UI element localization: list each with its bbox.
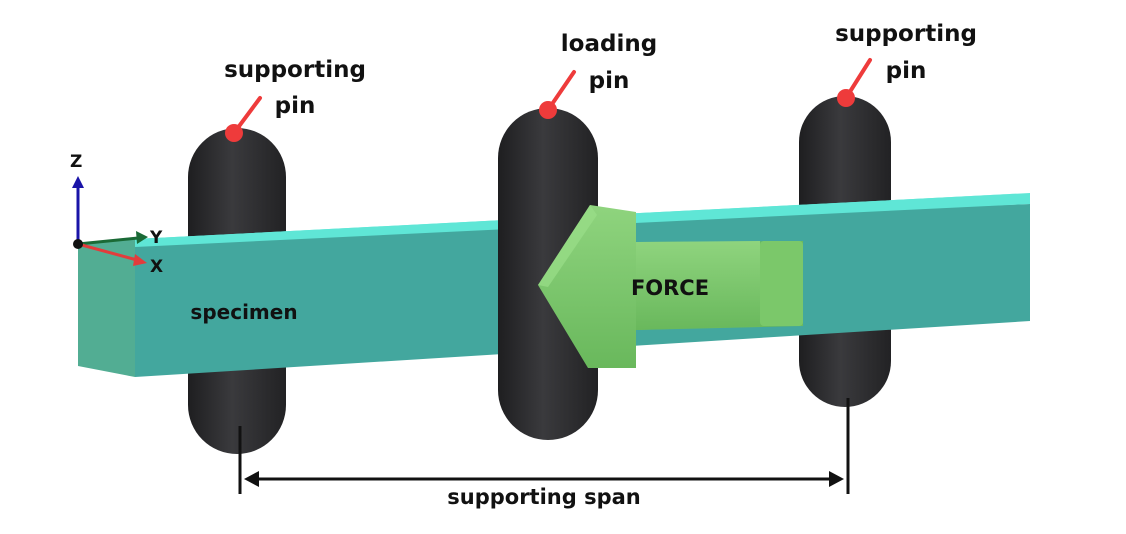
- center-pin-label-line2: pin: [589, 68, 630, 94]
- z-axis-label: Z: [70, 152, 82, 172]
- left-pin-contact-dot: [225, 124, 243, 142]
- force-arrow: [538, 205, 803, 368]
- y-axis-label: Y: [149, 228, 163, 248]
- left-pin-marker: [225, 96, 262, 142]
- axes-origin: [73, 239, 83, 249]
- force-label: FORCE: [631, 276, 709, 300]
- x-axis: [77, 242, 138, 262]
- left-pin-label-line2: pin: [275, 93, 316, 119]
- specimen-label: specimen: [190, 300, 297, 324]
- right-pin-contact-dot: [837, 89, 855, 107]
- supporting-span-label: supporting span: [447, 485, 640, 509]
- y-axis: [77, 236, 139, 246]
- right-pin-label-line1: supporting: [835, 21, 977, 47]
- right-pin-marker: [837, 58, 872, 107]
- right-pin-label-line2: pin: [886, 58, 927, 84]
- coordinate-axes: Z Y X: [70, 152, 163, 277]
- center-pin-marker: [539, 70, 576, 119]
- center-pin-contact-dot: [539, 101, 557, 119]
- specimen-end-face: [78, 239, 135, 377]
- center-pin-label-line1: loading: [561, 31, 657, 57]
- supporting-span-dimension: [238, 398, 850, 494]
- x-axis-label: X: [150, 257, 163, 277]
- left-pin-label-line1: supporting: [224, 57, 366, 83]
